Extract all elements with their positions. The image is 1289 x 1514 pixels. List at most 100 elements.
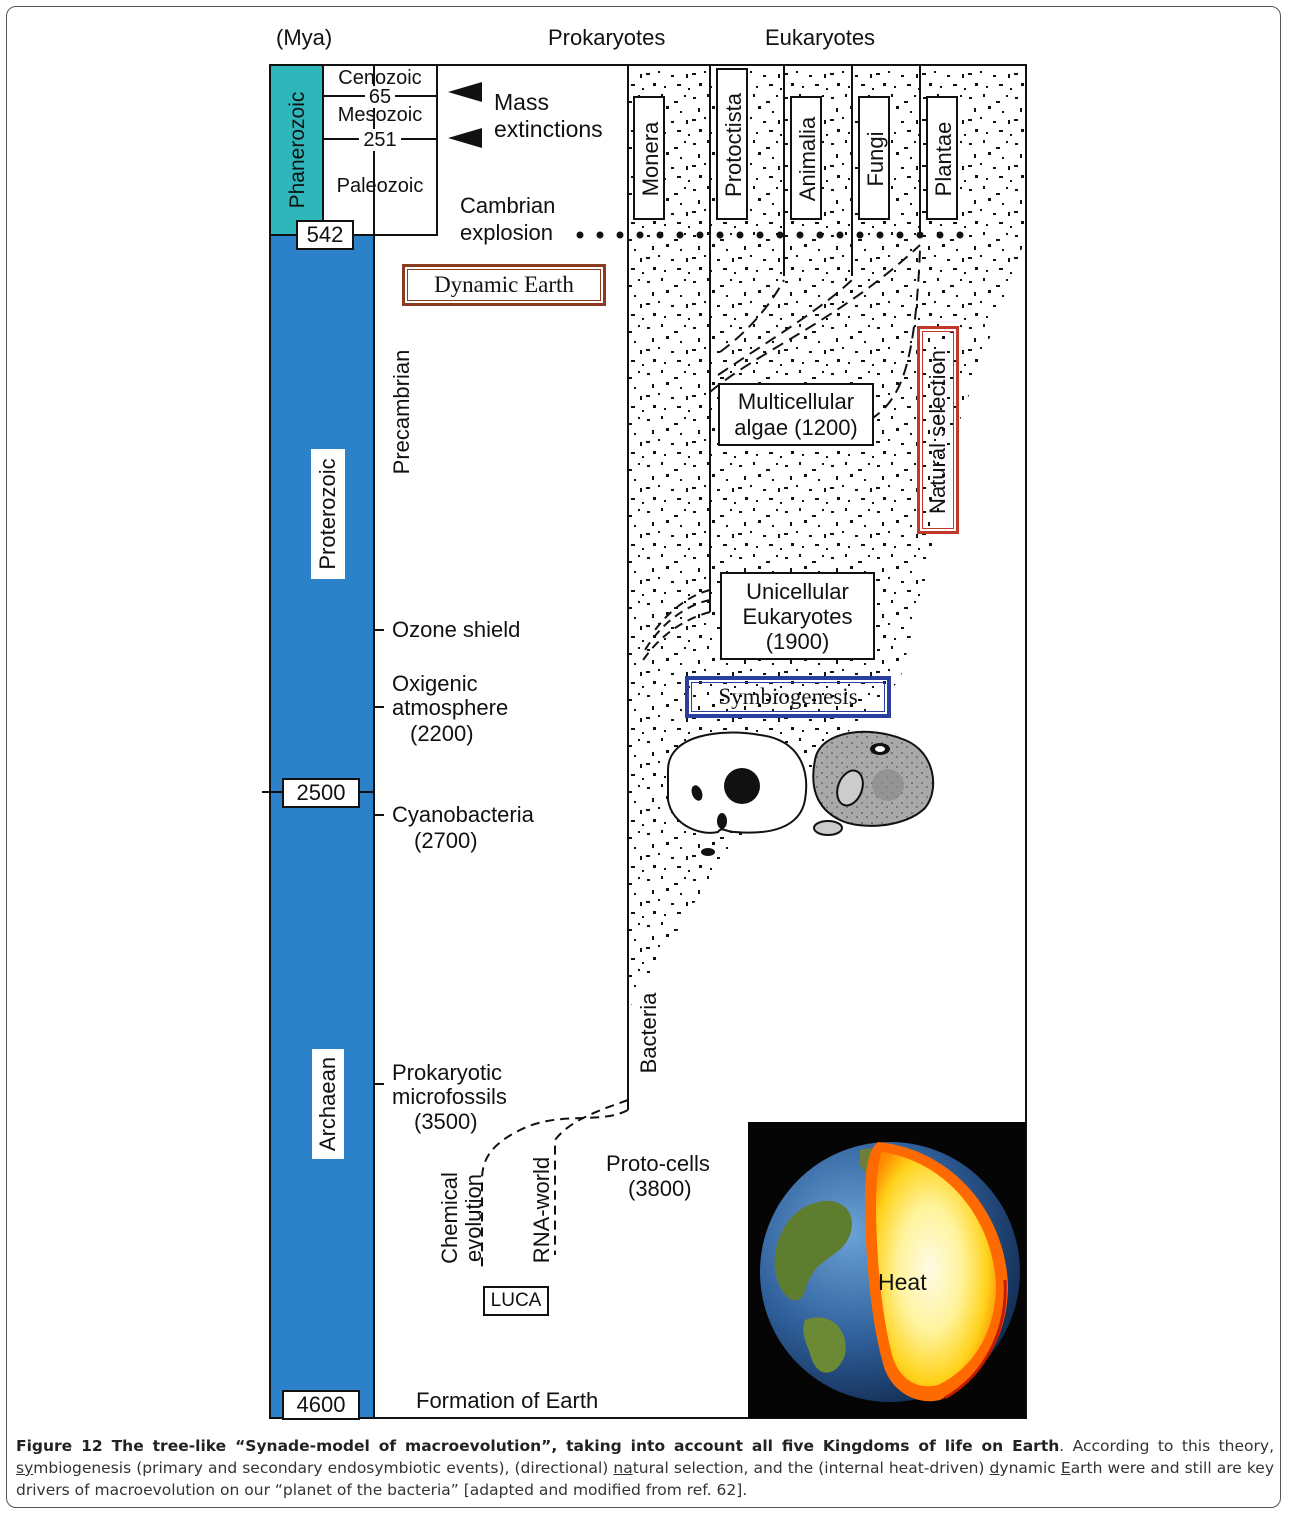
- cambrian-dot: [856, 231, 864, 239]
- caption-text-4: ynamic: [999, 1459, 1061, 1477]
- caption-figure-number: Figure 12: [16, 1437, 103, 1455]
- eon-phanerozoic: Phanerozoic: [286, 91, 309, 209]
- age-4600: 4600: [282, 1390, 360, 1420]
- rna-world-label: RNA-world: [529, 1156, 554, 1264]
- caption-underline-e: E: [1060, 1459, 1071, 1477]
- bacteria-label: Bacteria: [636, 992, 661, 1074]
- microfossils-line2: microfossils: [392, 1084, 507, 1109]
- mass-extinctions-line2: extinctions: [494, 116, 603, 142]
- era-mesozoic: Mesozoic: [337, 104, 423, 126]
- eukaryotes-label: Eukaryotes: [765, 25, 876, 50]
- kingdom-plantae: Plantae: [931, 121, 956, 197]
- era-paleozoic: Paleozoic: [336, 175, 424, 197]
- cambrian-dot: [916, 231, 924, 239]
- symbiogenesis-label: Symbiogenesis: [691, 682, 885, 712]
- kingdom-fungi: Fungi: [863, 131, 888, 187]
- caption-underline-d: d: [989, 1459, 1000, 1477]
- eon-proterozoic: Proterozoic: [311, 449, 345, 579]
- boundary-65: 65: [323, 85, 437, 109]
- figure-caption: Figure 12 The tree-like “Synade-model of…: [16, 1435, 1274, 1501]
- cambrian-dot: [816, 231, 824, 239]
- age-542: 542: [296, 220, 354, 250]
- cambrian-dot: [836, 231, 844, 239]
- precambrian-label: Precambrian: [389, 349, 414, 475]
- eon-archaean: Archaean: [312, 1049, 344, 1159]
- proto-cells-line1: Proto-cells: [606, 1151, 710, 1176]
- ozone-shield-label: Ozone shield: [392, 617, 521, 642]
- formation-of-earth: Formation of Earth: [416, 1388, 599, 1413]
- cambrian-dot: [756, 231, 764, 239]
- cambrian-dot: [716, 231, 724, 239]
- kingdom-plantae-box: Plantae: [926, 96, 958, 220]
- luca-box: LUCA: [483, 1286, 549, 1316]
- unicellular-line1: Unicellular: [746, 579, 849, 604]
- figure-frame: [6, 6, 1281, 1508]
- caption-text-2: mbiogenesis (primary and secondary endos…: [33, 1459, 614, 1477]
- proto-cells-line2: (3800): [628, 1176, 692, 1201]
- chemical-evolution-line1: Chemical: [437, 1172, 462, 1264]
- cyanobacteria-line2: (2700): [414, 828, 478, 853]
- cambrian-dot: [776, 231, 784, 239]
- caption-underline-sy: sy: [16, 1459, 34, 1477]
- cambrian-dot: [616, 231, 624, 239]
- era-cenozoic: Cenozoic: [338, 67, 422, 89]
- kingdom-monera: Monera: [638, 121, 663, 197]
- cambrian-dot: [956, 231, 964, 239]
- oxigenic-line3: (2200): [410, 721, 474, 746]
- microfossils-line3: (3500): [414, 1109, 478, 1134]
- precambrian-bar: [269, 234, 375, 1419]
- natural-selection-frame: Natural selection: [917, 326, 959, 534]
- caption-text-5: arth were and still are key drivers of m…: [16, 1459, 1274, 1499]
- prokaryotes-label: Prokaryotes: [548, 25, 666, 50]
- kingdom-protoctista-box: Protoctista: [716, 68, 748, 220]
- multicellular-line1: Multicellular: [737, 389, 855, 414]
- kingdom-monera-box: Monera: [633, 96, 665, 220]
- cambrian-dot: [796, 231, 804, 239]
- cambrian-dot: [676, 231, 684, 239]
- cambrian-dot: [656, 231, 664, 239]
- caption-underline-na: na: [613, 1459, 633, 1477]
- unicellular-line3: (1900): [765, 629, 830, 654]
- cambrian-dot: [696, 231, 704, 239]
- age-2500: 2500: [282, 778, 360, 808]
- caption-text-3: tural selection, and the (internal heat-…: [632, 1459, 990, 1477]
- cambrian-dots: [576, 231, 964, 239]
- natural-selection-label: Natural selection: [925, 350, 950, 514]
- cambrian-dot: [596, 231, 604, 239]
- cyanobacteria-line1: Cyanobacteria: [392, 802, 534, 827]
- chemical-evolution-line2: evolution: [461, 1173, 486, 1263]
- cambrian-dot: [736, 231, 744, 239]
- multicellular-line2: algae (1200): [734, 415, 858, 440]
- cambrian-dot: [936, 231, 944, 239]
- cambrian-dot: [876, 231, 884, 239]
- unicellular-line2: Eukaryotes: [742, 604, 853, 629]
- boundary-251: 251: [323, 128, 437, 152]
- boundary-65-label: 65: [364, 86, 396, 108]
- kingdom-fungi-box: Fungi: [858, 96, 890, 220]
- multicellular-box: Multicellular algae (1200): [718, 383, 874, 446]
- dynamic-earth-frame: Dynamic Earth: [402, 264, 606, 306]
- caption-text-1: . According to this theory,: [1059, 1437, 1274, 1455]
- cambrian-line2: explosion: [460, 220, 553, 245]
- cambrian-line1: Cambrian: [460, 193, 556, 218]
- oxigenic-line1: Oxigenic: [392, 671, 478, 696]
- kingdom-animalia-box: Animalia: [790, 96, 822, 220]
- mya-label: (Mya): [276, 25, 333, 50]
- kingdom-protoctista: Protoctista: [721, 93, 746, 197]
- microfossils-line1: Prokaryotic: [392, 1060, 503, 1085]
- caption-title: The tree-like “Synade-model of macroevol…: [102, 1437, 1060, 1455]
- speckle-region: [628, 68, 1025, 1010]
- heat-label: Heat: [878, 1269, 927, 1295]
- symbiogenesis-frame: Symbiogenesis: [685, 676, 891, 718]
- cambrian-dot: [636, 231, 644, 239]
- dynamic-earth-label: Dynamic Earth: [407, 269, 601, 301]
- kingdom-animalia: Animalia: [795, 116, 820, 202]
- cambrian-dot: [896, 231, 904, 239]
- boundary-251-label: 251: [359, 129, 401, 151]
- unicellular-box: Unicellular Eukaryotes (1900): [720, 572, 875, 660]
- diagram-border: [373, 64, 1027, 1419]
- mass-extinctions-line1: Mass: [494, 89, 549, 115]
- cambrian-dot: [576, 231, 584, 239]
- oxigenic-line2: atmosphere: [392, 695, 509, 720]
